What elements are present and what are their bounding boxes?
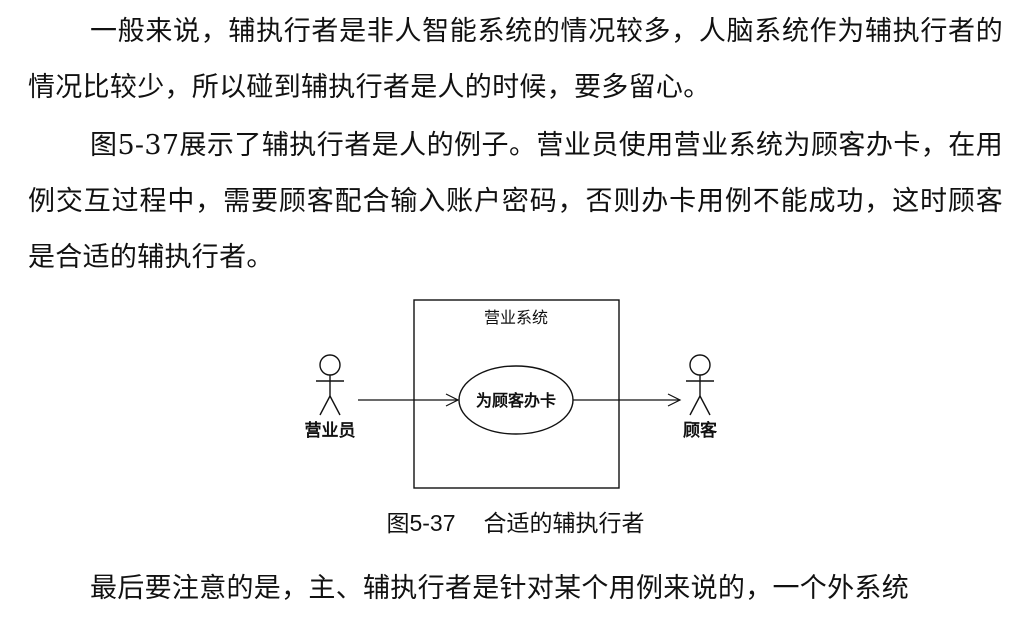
system-boundary <box>413 299 620 489</box>
figure-title: 合适的辅执行者 <box>483 510 645 536</box>
paragraph-1: 一般来说，辅执行者是非人智能系统的情况较多，人脑系统作为辅执行者的情况比较少，所… <box>28 16 1003 103</box>
figure-caption: 图5-37 合适的辅执行者 <box>0 507 1031 539</box>
primary-actor-label: 营业员 <box>305 420 356 440</box>
primary-association-arrow <box>358 393 460 407</box>
secondary-actor-icon <box>686 354 714 416</box>
primary-actor-icon <box>316 354 344 416</box>
use-case-label: 为顾客办卡 <box>476 391 556 410</box>
paragraph-3: 最后要注意的是，主、辅执行者是针对某个用例来说的，一个外系统 <box>90 573 909 604</box>
secondary-association-arrow <box>573 393 682 407</box>
paragraph-2: 图5-37展示了辅执行者是人的例子。营业员使用营业系统为顾客办卡，在用例交互过程… <box>28 130 1003 273</box>
figure-number: 图5-37 <box>386 510 456 536</box>
system-name: 营业系统 <box>484 309 548 327</box>
use-case-diagram: 营业系统 营业员 顾客 为顾客办卡 <box>305 299 718 489</box>
secondary-actor-label: 顾客 <box>683 420 718 440</box>
